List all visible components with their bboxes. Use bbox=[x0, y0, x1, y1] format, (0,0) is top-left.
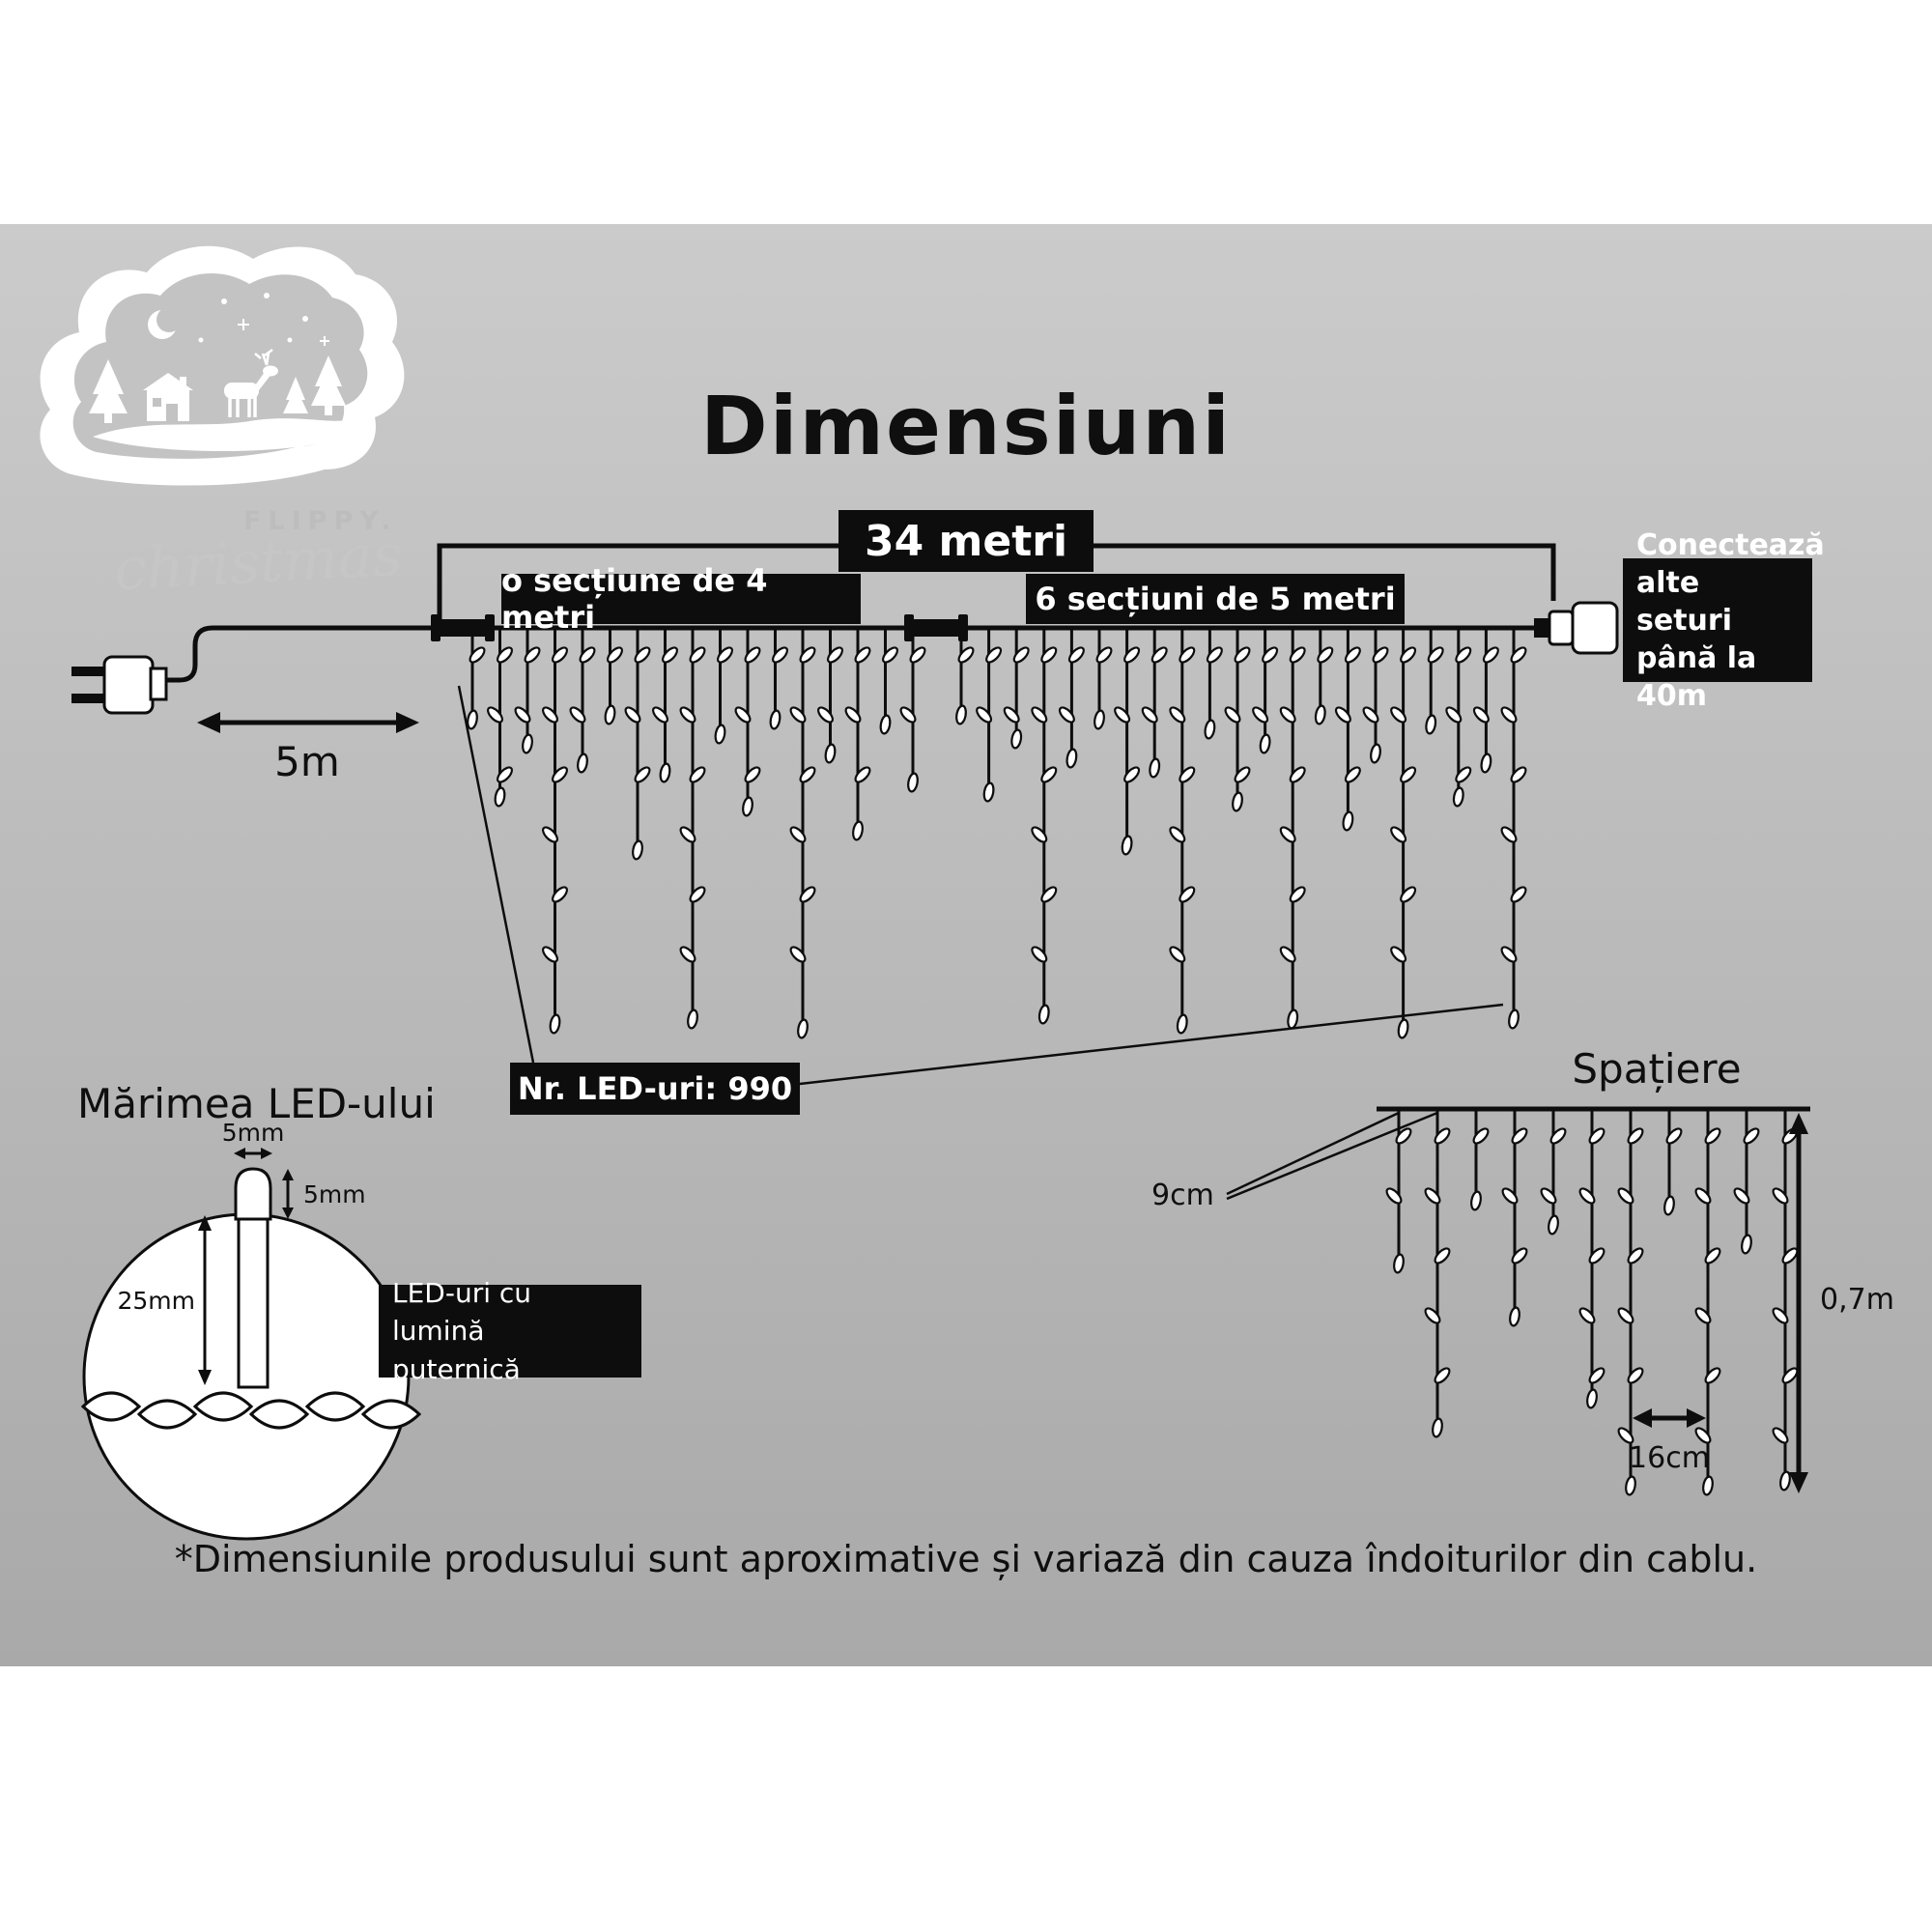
callout-line-1: LED-uri cu lumină bbox=[392, 1277, 532, 1348]
section-left-badge: o secțiune de 4 metri bbox=[501, 562, 861, 636]
led-width-arrow bbox=[234, 1148, 272, 1159]
led-size-title: Mărimea LED-ului bbox=[77, 1080, 436, 1127]
led-bulb-diagram bbox=[234, 1167, 272, 1389]
led-width-label: 5mm bbox=[221, 1119, 285, 1147]
connect-line-1: Conectează bbox=[1636, 527, 1825, 562]
callout-line-2: puternică bbox=[392, 1352, 521, 1385]
lead-length-arrow bbox=[197, 712, 419, 733]
stars-icons bbox=[198, 293, 329, 346]
main-garland bbox=[467, 628, 1527, 1039]
led-gap-arrow bbox=[1633, 1408, 1706, 1428]
led-gap-label: 16cm bbox=[1629, 1441, 1710, 1475]
cable-connector-middle bbox=[904, 614, 968, 641]
gap-label: 9cm bbox=[1151, 1179, 1214, 1212]
led-callout-badge: LED-uri cu lumină puternică bbox=[379, 1277, 641, 1385]
twisted-cable-icon bbox=[80, 1391, 422, 1430]
led-count-badge: Nr. LED-uri: 990 bbox=[510, 1063, 800, 1115]
drop-length-arrow bbox=[1789, 1113, 1808, 1493]
cable-connector-left bbox=[431, 614, 495, 641]
moon-icon bbox=[148, 307, 182, 339]
section-right-badge: 6 secțiuni de 5 metri bbox=[1026, 574, 1405, 624]
lead-length-label: 5m bbox=[274, 738, 340, 785]
spacing-title: Spațiere bbox=[1572, 1045, 1742, 1093]
logo-brand-text: FLIPPY. bbox=[243, 506, 398, 536]
total-length-badge: 34 metri bbox=[838, 510, 1094, 572]
led-count-leader-left bbox=[457, 685, 535, 1064]
deer-icon bbox=[224, 349, 278, 417]
led-cap-height-arrow bbox=[282, 1169, 294, 1219]
drop-length-label: 0,7m bbox=[1820, 1283, 1894, 1317]
spacing-garland bbox=[1385, 1109, 1799, 1496]
gap-9cm-leaders bbox=[1226, 1111, 1438, 1201]
led-count-leader-right bbox=[799, 1003, 1504, 1086]
tree-icons bbox=[89, 355, 346, 423]
led-cap-height-label: 5mm bbox=[303, 1180, 366, 1208]
connect-line-2: alte seturi bbox=[1636, 565, 1732, 638]
logo-illustration bbox=[40, 245, 405, 486]
connect-line-3: până la 40m bbox=[1636, 640, 1757, 713]
page-title: Dimensiuni bbox=[699, 379, 1232, 473]
lead-cable bbox=[164, 625, 444, 683]
footnote: *Dimensiunile produsului sunt aproximati… bbox=[174, 1538, 1758, 1580]
logo-script-text: christmas bbox=[112, 521, 405, 605]
led-body-height-arrow bbox=[198, 1215, 212, 1385]
end-connector-icon bbox=[1534, 601, 1619, 655]
connect-info-badge: Conectează alte seturi până la 40m bbox=[1623, 528, 1825, 713]
led-body-height-label: 25mm bbox=[117, 1287, 195, 1315]
house-icon bbox=[143, 373, 193, 421]
power-plug-icon bbox=[71, 655, 168, 715]
